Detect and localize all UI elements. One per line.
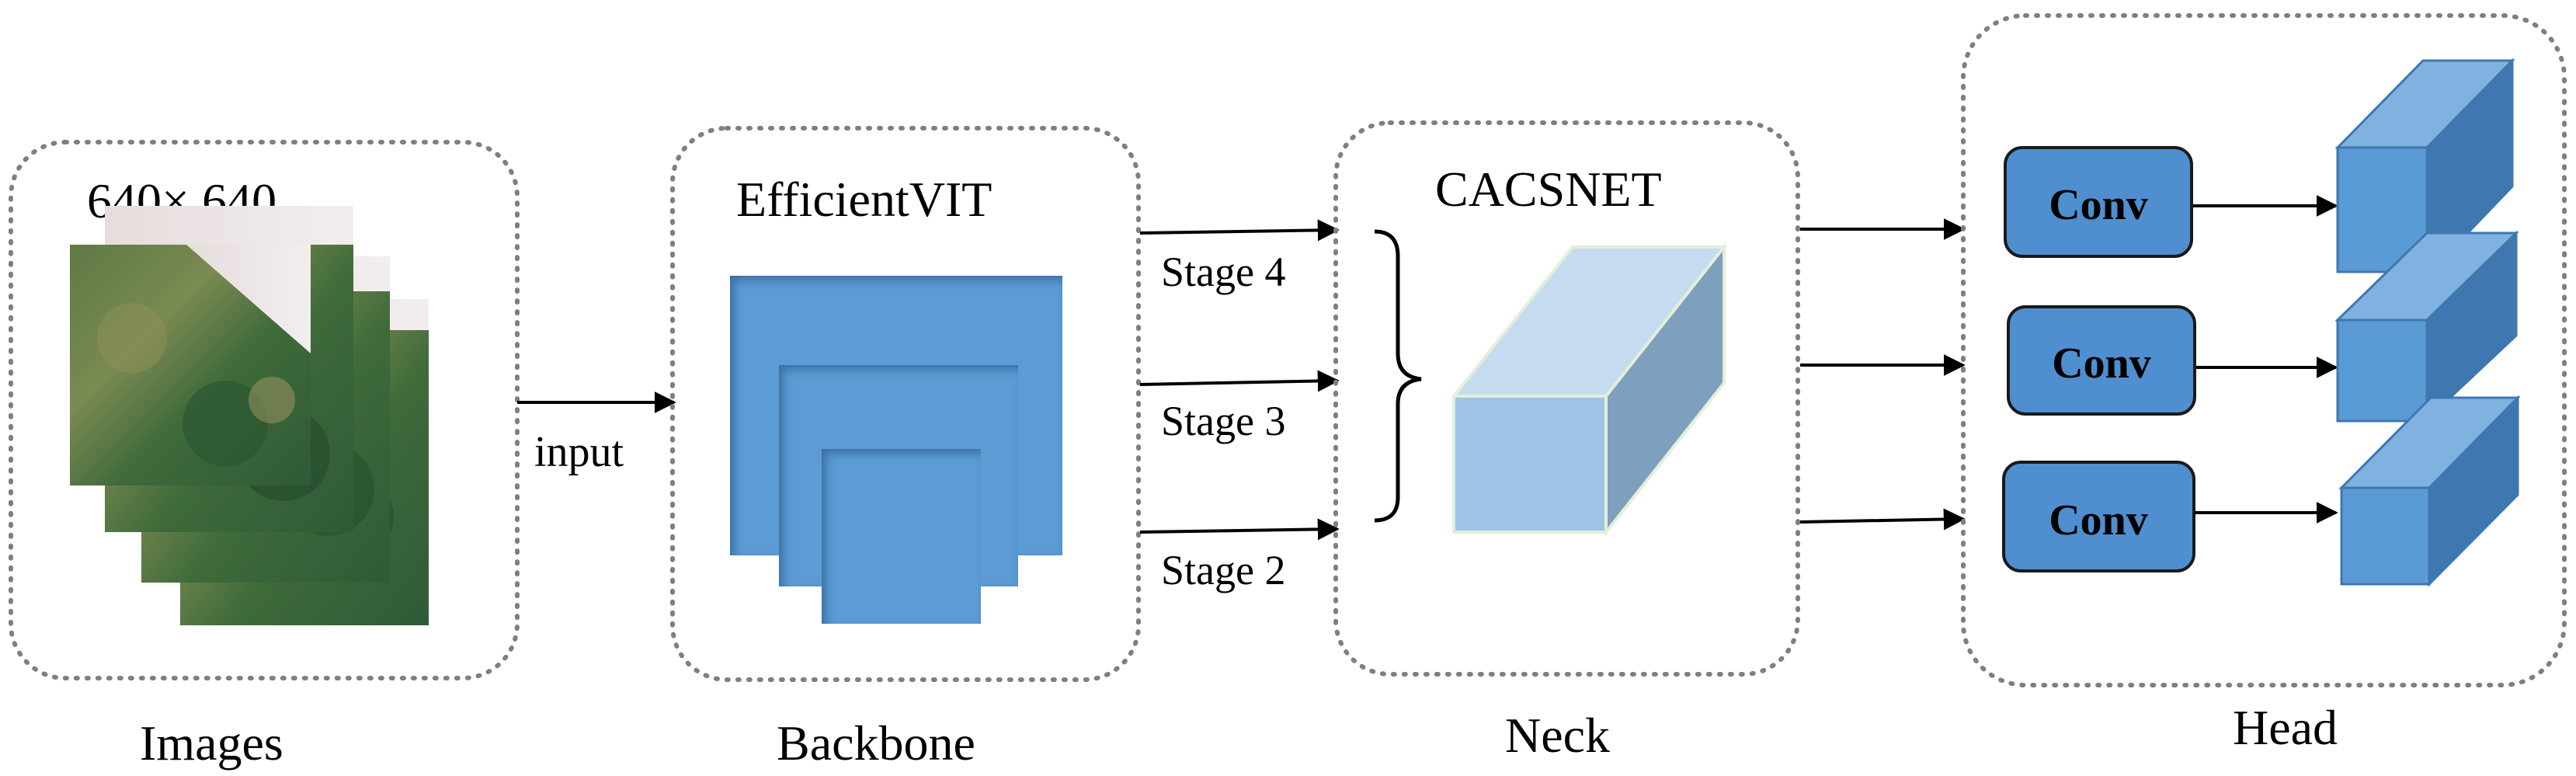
neck-panel: CACSNET Neck bbox=[1333, 120, 1800, 763]
output-cube bbox=[2334, 230, 2519, 423]
head-branch: Conv bbox=[2004, 57, 2515, 279]
neck-brace bbox=[1374, 229, 1422, 523]
aerial-image-stack bbox=[70, 206, 429, 625]
images-panel: 640× 640 bbox=[9, 140, 520, 771]
neck-to-head-arrows bbox=[1799, 218, 1966, 531]
output-cube bbox=[2338, 395, 2521, 587]
aerial-image-frame bbox=[70, 245, 311, 485]
conv-label: Conv bbox=[2052, 339, 2151, 388]
stage-4-label: Stage 4 bbox=[1161, 249, 1285, 295]
head-branch: Conv bbox=[2007, 230, 2519, 423]
backbone-panel: EfficientVIT Backbone bbox=[670, 126, 1141, 771]
stage-connections: Stage 4 Stage 3 Stage 2 bbox=[1139, 219, 1340, 593]
stage-4-arrow bbox=[1139, 219, 1340, 242]
head-caption: Head bbox=[2233, 700, 2338, 755]
output-cube bbox=[2334, 57, 2515, 279]
backbone-dotted-box bbox=[670, 126, 1141, 682]
conv-label: Conv bbox=[2049, 496, 2148, 545]
head-panel: Conv Conv Conv bbox=[1961, 13, 2567, 755]
images-caption: Images bbox=[140, 715, 283, 771]
neck-cube bbox=[1450, 242, 1728, 537]
stage-2-label: Stage 2 bbox=[1161, 547, 1285, 593]
images-dotted-box bbox=[9, 140, 520, 680]
neck-dotted-box bbox=[1333, 120, 1800, 677]
neck-title: CACSNET bbox=[1435, 162, 1662, 217]
backbone-block-small bbox=[822, 449, 981, 624]
conv-block bbox=[2004, 146, 2193, 258]
conv-block bbox=[2002, 461, 2195, 572]
backbone-caption: Backbone bbox=[777, 715, 975, 771]
stage-3-arrow bbox=[1139, 370, 1340, 392]
neck-caption: Neck bbox=[1505, 708, 1610, 763]
conv-block bbox=[2007, 305, 2196, 416]
stage-2-arrow bbox=[1139, 518, 1340, 541]
backbone-title: EfficientVIT bbox=[736, 172, 992, 227]
neck-head-arrow-bottom bbox=[1799, 508, 1966, 531]
conv-label: Conv bbox=[2049, 181, 2148, 229]
input-label: input bbox=[534, 428, 624, 476]
stage-3-label: Stage 3 bbox=[1161, 398, 1285, 444]
neck-cube-front bbox=[1452, 395, 1608, 534]
head-dotted-box bbox=[1961, 13, 2567, 687]
head-branch: Conv bbox=[2002, 395, 2521, 587]
